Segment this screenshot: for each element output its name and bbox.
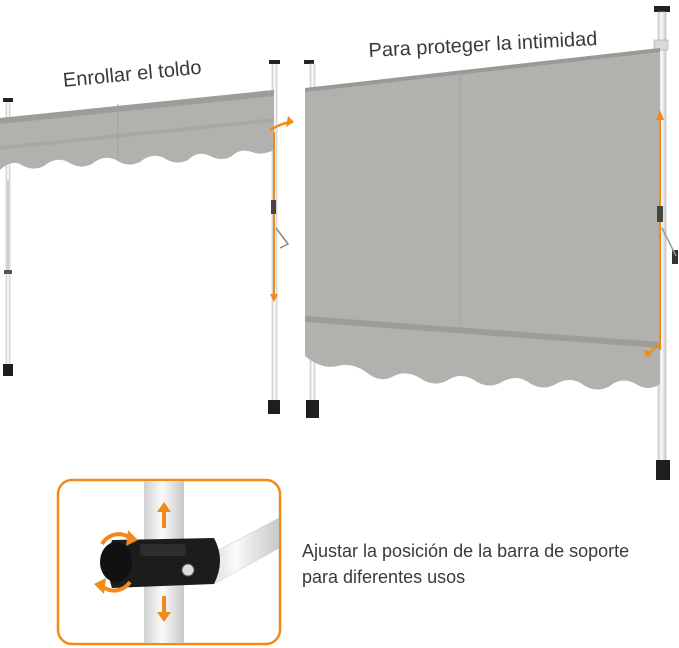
crank-indicator: [269, 116, 294, 302]
crank-indicator: [644, 110, 678, 358]
adjust-bar-caption-line-2: para diferentes usos: [302, 567, 466, 587]
up-arrow-icon: [157, 502, 171, 528]
privacy-awning-scene: [304, 6, 678, 480]
bracket-detail-panel: [56, 478, 282, 646]
clamp: [108, 538, 220, 588]
extended-fabric: [305, 48, 660, 345]
scalloped-valance: [305, 316, 660, 390]
down-arrow-icon: [270, 294, 278, 302]
rolled-fabric: [0, 90, 274, 170]
adjustment-knob: [100, 542, 132, 582]
adjust-bar-caption-line-1: Ajustar la posición de la barra de sopor…: [302, 541, 630, 561]
down-arrow-icon: [157, 596, 171, 622]
adjust-bar-caption: Ajustar la posición de la barra de sopor…: [302, 538, 629, 590]
up-arrow-icon: [656, 110, 664, 120]
rotate-arrows-icon: [94, 530, 138, 594]
rolled-awning-scene: [0, 60, 294, 414]
